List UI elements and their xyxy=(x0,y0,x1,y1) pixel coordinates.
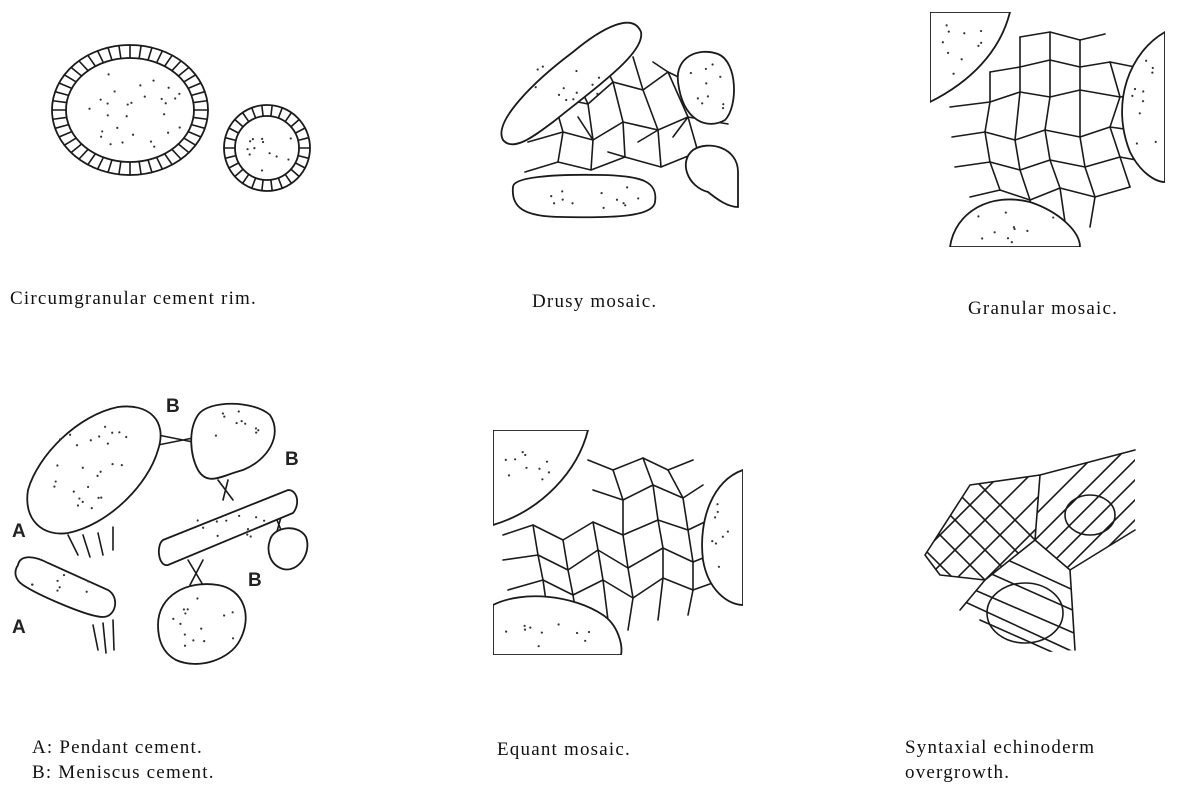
syntaxial-overgrowth-diagram xyxy=(920,445,1140,660)
label-a-lower: A xyxy=(12,617,26,638)
caption-meniscus-line2: B: Meniscus cement. xyxy=(32,761,215,785)
caption-pendant-line1: A: Pendant cement. xyxy=(32,736,203,760)
caption-granular: Granular mosaic. xyxy=(968,297,1118,321)
caption-drusy: Drusy mosaic. xyxy=(532,290,657,314)
equant-mosaic-diagram xyxy=(493,430,743,655)
label-b-lower: B xyxy=(248,570,262,591)
caption-syntaxial-line2: overgrowth. xyxy=(905,761,1010,785)
caption-equant: Equant mosaic. xyxy=(497,738,631,762)
label-b-top: B xyxy=(166,396,180,417)
label-b-right: B xyxy=(285,449,299,470)
circumgranular-rim-diagram xyxy=(50,30,330,200)
small-grain-with-rim xyxy=(224,105,310,191)
granular-mosaic-diagram xyxy=(930,12,1165,247)
large-grain-with-rim xyxy=(52,45,208,175)
caption-syntaxial-line1: Syntaxial echinoderm xyxy=(905,736,1095,760)
pendant-meniscus-diagram: A A B B B xyxy=(8,395,318,680)
label-a-upper: A xyxy=(12,521,26,542)
caption-circumgranular: Circumgranular cement rim. xyxy=(10,287,257,311)
pendant-grains xyxy=(15,404,307,664)
drusy-mosaic-diagram xyxy=(493,12,743,222)
crystal-boundaries xyxy=(925,450,1135,650)
